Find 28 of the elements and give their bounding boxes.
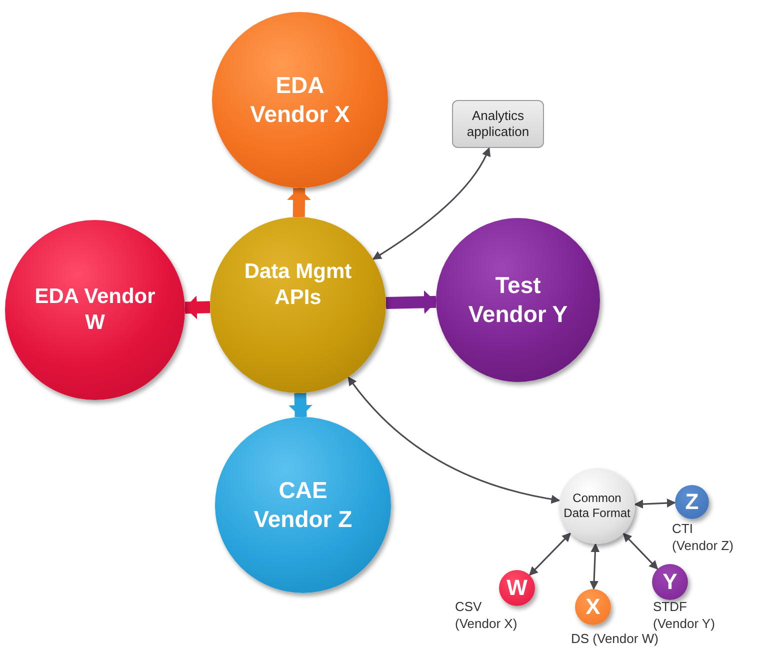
vendor-badge (652, 564, 688, 600)
application-box (452, 100, 544, 148)
node-text: Analytics application (466, 108, 530, 140)
vendor-badge (675, 485, 709, 519)
node-title: CAE Vendor Z (252, 476, 354, 534)
node-caption: DS (Vendor W) (571, 631, 660, 647)
node-title: EDA Vendor X (249, 71, 351, 129)
arrow (634, 498, 676, 509)
vendor-badge (499, 570, 535, 606)
arrow (622, 532, 658, 570)
node-caption: CTI (Vendor Z) (672, 520, 734, 554)
node-title: Test Vendor Y (467, 271, 569, 329)
block-arrow (287, 188, 312, 218)
node-caption: STDF (Vendor Y) (653, 598, 716, 632)
arrow (528, 532, 572, 576)
node-title: X (586, 593, 600, 621)
node-title: Z (685, 488, 699, 516)
node-title: Y (662, 568, 678, 596)
arrow (348, 376, 560, 504)
arrow (372, 147, 490, 260)
node-title: Data Mgmt APIs (243, 258, 353, 311)
arrow (590, 543, 600, 590)
block-arrow (184, 296, 210, 320)
block-arrow (288, 392, 312, 418)
node-title: EDA Vendor W (34, 284, 156, 336)
vendor-badge (575, 589, 611, 625)
node-text: Common Data Format (562, 491, 632, 521)
block-arrow (386, 290, 436, 314)
